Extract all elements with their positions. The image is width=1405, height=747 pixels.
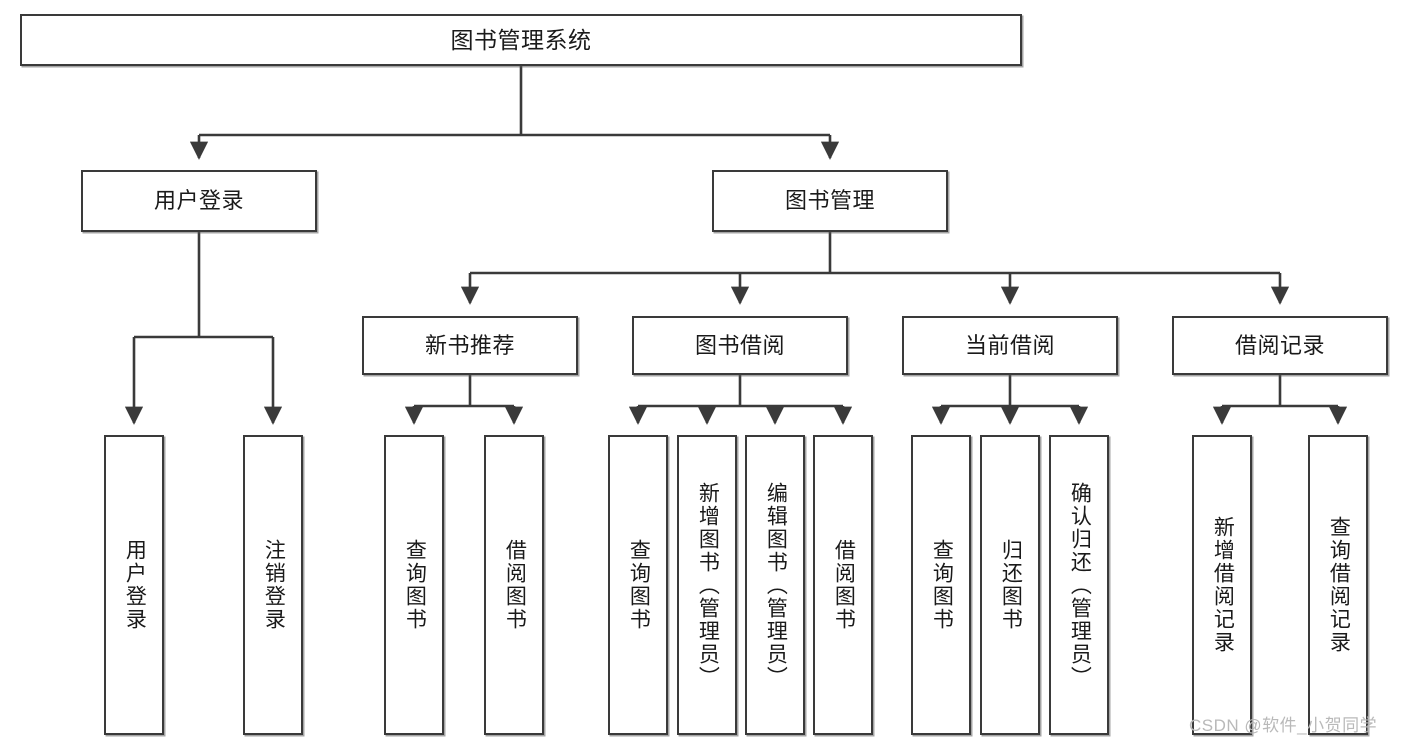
node-label: 查询图书	[627, 539, 651, 631]
node-root-system[interactable]: 图书管理系统	[20, 14, 1022, 66]
node-leaf-borrow-book-1[interactable]: 借阅图书	[484, 435, 544, 735]
node-leaf-query-book-3[interactable]: 查询图书	[911, 435, 971, 735]
node-leaf-logout[interactable]: 注销登录	[243, 435, 303, 735]
node-label: 归还图书	[999, 539, 1023, 631]
node-leaf-edit-book[interactable]: 编辑图书（管理员）	[745, 435, 805, 735]
csdn-watermark: CSDN @软件_小贺同学	[1189, 716, 1378, 735]
node-leaf-add-record[interactable]: 新增借阅记录	[1192, 435, 1252, 735]
node-label: 用户登录	[123, 539, 147, 631]
node-label: 新增图书（管理员）	[696, 481, 720, 689]
node-label: 查询图书	[930, 539, 954, 631]
node-label: 图书借阅	[694, 332, 785, 358]
node-label: 确认归还（管理员）	[1068, 481, 1092, 689]
node-leaf-add-book[interactable]: 新增图书（管理员）	[677, 435, 737, 735]
node-current-borrow[interactable]: 当前借阅	[902, 316, 1118, 375]
node-leaf-confirm-return[interactable]: 确认归还（管理员）	[1049, 435, 1109, 735]
node-book-management[interactable]: 图书管理	[712, 170, 948, 232]
node-leaf-query-book-2[interactable]: 查询图书	[608, 435, 668, 735]
node-label: 借阅图书	[832, 539, 856, 631]
node-label: 当前借阅	[964, 332, 1055, 358]
node-book-borrow[interactable]: 图书借阅	[632, 316, 848, 375]
node-label: 查询借阅记录	[1327, 516, 1351, 654]
node-borrow-record[interactable]: 借阅记录	[1172, 316, 1388, 375]
node-label: 查询图书	[403, 539, 427, 631]
node-label: 图书管理	[784, 188, 875, 213]
node-leaf-user-login[interactable]: 用户登录	[104, 435, 164, 735]
node-label: 注销登录	[262, 539, 286, 631]
node-leaf-borrow-book-2[interactable]: 借阅图书	[813, 435, 873, 735]
node-label: 编辑图书（管理员）	[764, 481, 788, 689]
node-leaf-query-record[interactable]: 查询借阅记录	[1308, 435, 1368, 735]
node-user-login[interactable]: 用户登录	[81, 170, 317, 232]
node-label: 新增借阅记录	[1211, 516, 1235, 654]
node-new-book-recommend[interactable]: 新书推荐	[362, 316, 578, 375]
node-label: 借阅记录	[1234, 332, 1325, 358]
node-label: 用户登录	[153, 188, 244, 213]
node-leaf-query-book-1[interactable]: 查询图书	[384, 435, 444, 735]
node-label: 新书推荐	[424, 332, 515, 358]
node-label: 借阅图书	[503, 539, 527, 631]
node-label: 图书管理系统	[450, 26, 592, 53]
node-leaf-return-book[interactable]: 归还图书	[980, 435, 1040, 735]
